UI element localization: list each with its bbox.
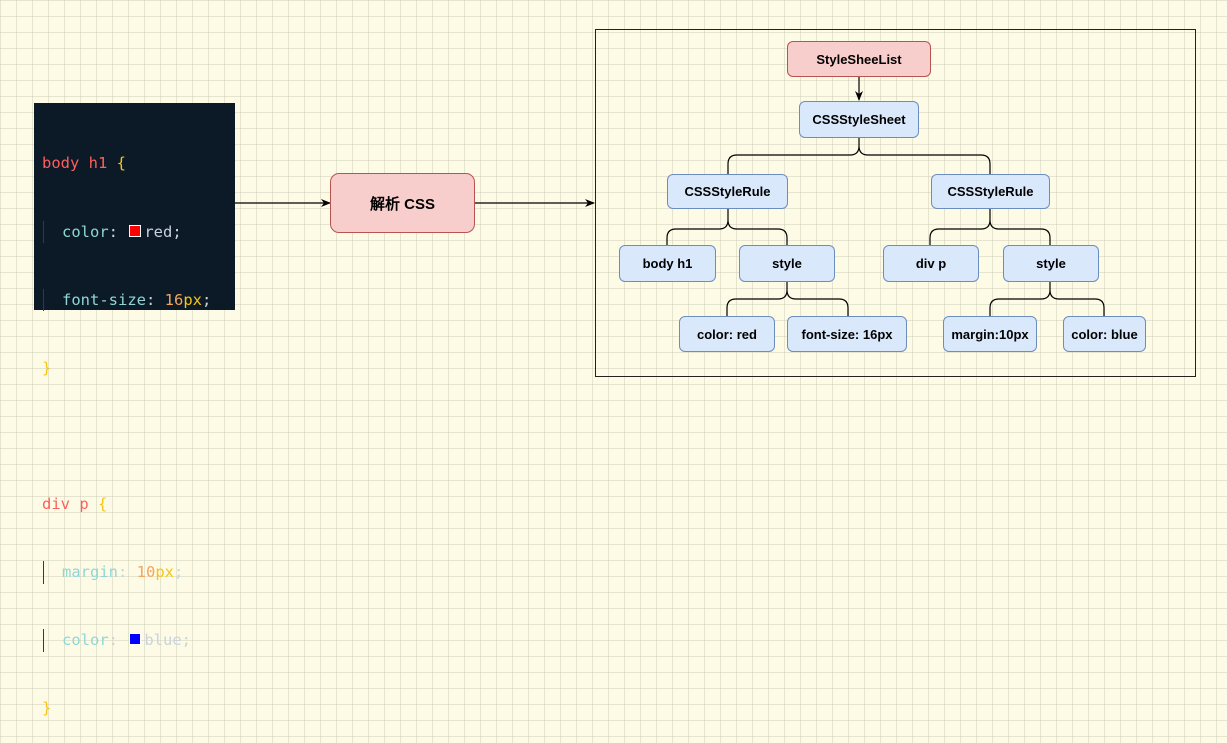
node-selector-div-p: div p: [883, 245, 979, 282]
indent-guide: [43, 288, 62, 312]
open-brace-2: {: [98, 494, 108, 513]
prop-margin: margin: [62, 562, 118, 581]
code-line-1: body h1 {: [42, 152, 235, 175]
color-swatch-blue: [129, 633, 142, 646]
code-line-5: [42, 425, 235, 448]
node-decl-font-size: font-size: 16px: [787, 316, 907, 352]
connector-lines: [235, 77, 1105, 316]
code-line-9: }: [42, 697, 235, 720]
color-swatch-red: [129, 224, 142, 237]
code-line-2: color: red;: [42, 220, 235, 244]
node-selector-body-h1: body h1: [619, 245, 716, 282]
indent-guide: [43, 220, 62, 244]
brace-right-style-decls: [989, 282, 1105, 316]
value-red: red: [144, 222, 173, 241]
close-brace-1: }: [42, 358, 52, 377]
code-line-8: color: blue;: [42, 629, 235, 652]
node-decl-color-blue: color: blue: [1063, 316, 1146, 352]
code-line-4: }: [42, 357, 235, 380]
prop-font-size: font-size: [62, 290, 146, 309]
cssom-tree-frame: [595, 29, 1196, 377]
selector-div-p: div p: [42, 494, 89, 513]
indent-guide: [43, 560, 62, 584]
brace-left-rule-children: [666, 209, 788, 245]
node-stylesheet-list: StyleSheeList: [787, 41, 931, 77]
unit-px-1: px: [183, 290, 203, 309]
parse-css-node: 解析 CSS: [330, 173, 475, 233]
brace-sheet-to-rules: [727, 138, 991, 174]
unit-px-2: px: [155, 562, 175, 581]
brace-left-style-decls: [726, 282, 849, 316]
node-decl-margin: margin:10px: [943, 316, 1037, 352]
indent-guide: [43, 629, 62, 652]
prop-color-2: color: [62, 631, 109, 650]
node-style-right: style: [1003, 245, 1099, 282]
num-10: 10: [136, 562, 156, 581]
node-style-rule-left: CSSStyleRule: [667, 174, 788, 209]
node-css-stylesheet: CSSStyleSheet: [799, 101, 919, 138]
node-decl-color-red: color: red: [679, 316, 775, 352]
css-code-panel: body h1 { color: red; font-size: 16px; }…: [34, 103, 235, 717]
code-line-3: font-size: 16px;: [42, 288, 235, 312]
open-brace-1: {: [116, 154, 127, 173]
node-style-rule-right: CSSStyleRule: [931, 174, 1050, 209]
close-brace-2: }: [42, 699, 52, 718]
value-blue: blue: [144, 631, 182, 650]
prop-color-1: color: [62, 222, 109, 241]
selector-body-h1: body h1: [42, 154, 108, 173]
num-16: 16: [164, 290, 184, 309]
code-line-7: margin: 10px;: [42, 560, 235, 584]
brace-right-rule-children: [929, 209, 1051, 245]
code-line-6: div p {: [42, 493, 235, 516]
node-style-left: style: [739, 245, 835, 282]
